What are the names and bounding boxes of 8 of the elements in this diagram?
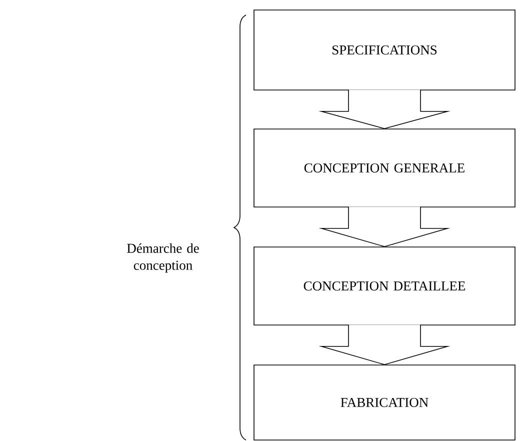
block-arrow (318, 324, 450, 365)
process-box: SPECIFICATIONS (254, 10, 516, 90)
block-arrow (318, 89, 450, 129)
process-box: CONCEPTION DETAILLEE (254, 246, 516, 326)
process-box: CONCEPTION GENERALE (254, 128, 516, 208)
process-box: FABRICATION (254, 364, 516, 440)
block-arrow (318, 206, 450, 247)
brace-label: Démarche de conception (127, 243, 199, 273)
